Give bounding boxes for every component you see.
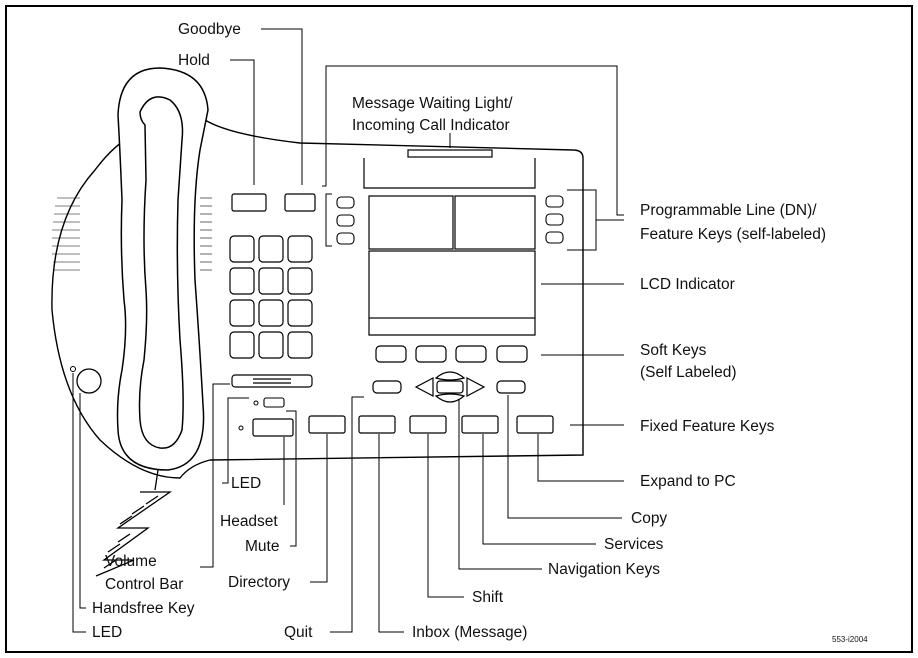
headset-key[interactable] [252,418,294,437]
services-key[interactable] [516,415,554,434]
led-indicator-small [253,400,259,406]
volume-control-bar[interactable] [231,374,313,388]
label-quit: Quit [284,624,313,641]
label-services: Services [604,536,664,553]
line-key-right-2[interactable] [545,213,564,226]
line-key-right-1[interactable] [545,195,564,208]
speaker-grille [52,197,212,271]
dial-key-5[interactable] [258,267,284,295]
label-volume-1: Volume [105,553,157,570]
nav-left-key[interactable] [414,377,434,397]
nav-right-key[interactable] [466,377,486,397]
dial-key-0[interactable] [258,331,284,359]
mute-key[interactable] [263,397,285,408]
label-message-waiting-1: Message Waiting Light/ [352,95,513,112]
handsfree-led [238,425,244,431]
message-waiting-light [407,149,493,158]
label-soft-keys-1: Soft Keys [640,342,707,359]
label-mute: Mute [245,538,279,555]
line-key-left-3[interactable] [336,232,355,245]
label-fixed-feature: Fixed Feature Keys [640,418,775,435]
label-programmable-2: Feature Keys (self-labeled) [640,226,826,243]
dial-key-4[interactable] [229,267,255,295]
dial-key-9[interactable] [287,299,313,327]
label-led-lower: LED [92,624,122,641]
line-key-right-3[interactable] [545,231,564,244]
figure-id: 553-i2004 [832,635,868,644]
dial-key-2[interactable] [258,235,284,263]
label-copy: Copy [631,510,667,527]
label-shift: Shift [472,589,504,606]
hold-key[interactable] [231,193,267,212]
line-keys-left [336,196,355,245]
dial-key-3[interactable] [287,235,313,263]
handset [116,67,209,471]
line-key-left-1[interactable] [336,196,355,209]
dial-key-hash[interactable] [287,331,313,359]
quit-key[interactable] [358,415,396,434]
leader-lines [72,28,624,633]
label-directory: Directory [228,574,290,591]
soft-keys [375,345,528,363]
line-key-left-2[interactable] [336,214,355,227]
lcd-top-left [368,195,454,250]
handset-cord [95,469,173,577]
label-programmable-1: Programmable Line (DN)/ [640,202,817,219]
soft-key-2[interactable] [415,345,447,363]
label-soft-keys-2: (Self Labeled) [640,364,737,381]
handsfree-key-led [70,366,76,372]
label-lcd: LCD Indicator [640,276,735,293]
soft-key-1[interactable] [375,345,407,363]
telephone-body [51,119,584,479]
goodbye-key[interactable] [284,193,316,212]
display-area [363,149,536,336]
label-message-waiting-2: Incoming Call Indicator [352,117,510,134]
label-headset: Headset [220,513,278,530]
label-handsfree: Handsfree Key [92,600,195,617]
dial-key-6[interactable] [287,267,313,295]
handsfree-key[interactable] [76,368,102,394]
label-navigation: Navigation Keys [548,561,660,578]
inbox-key[interactable] [409,415,447,434]
nav-center[interactable] [436,380,464,394]
dial-key-star[interactable] [229,331,255,359]
lcd-main [368,250,536,319]
label-volume-2: Control Bar [105,576,183,593]
copy-key-small[interactable] [372,380,402,394]
nav-up-key[interactable] [434,371,466,381]
diagram-border [5,5,913,653]
soft-key-4[interactable] [496,345,528,363]
line-keys-right [545,195,564,244]
dialpad [229,235,313,359]
shift-key[interactable] [461,415,499,434]
dial-key-8[interactable] [258,299,284,327]
dial-key-1[interactable] [229,235,255,263]
label-led-upper: LED [231,475,261,492]
directory-key[interactable] [308,415,346,434]
lcd-top-right [454,195,536,250]
fixed-feature-keys [308,415,554,434]
expand-key-small[interactable] [496,380,526,394]
dial-key-7[interactable] [229,299,255,327]
soft-key-3[interactable] [455,345,487,363]
nav-down-key[interactable] [434,393,466,403]
label-hold: Hold [178,52,210,69]
label-goodbye: Goodbye [178,21,241,38]
label-inbox: Inbox (Message) [412,624,527,641]
navigation-cluster [372,371,526,403]
label-expand-pc: Expand to PC [640,473,736,490]
